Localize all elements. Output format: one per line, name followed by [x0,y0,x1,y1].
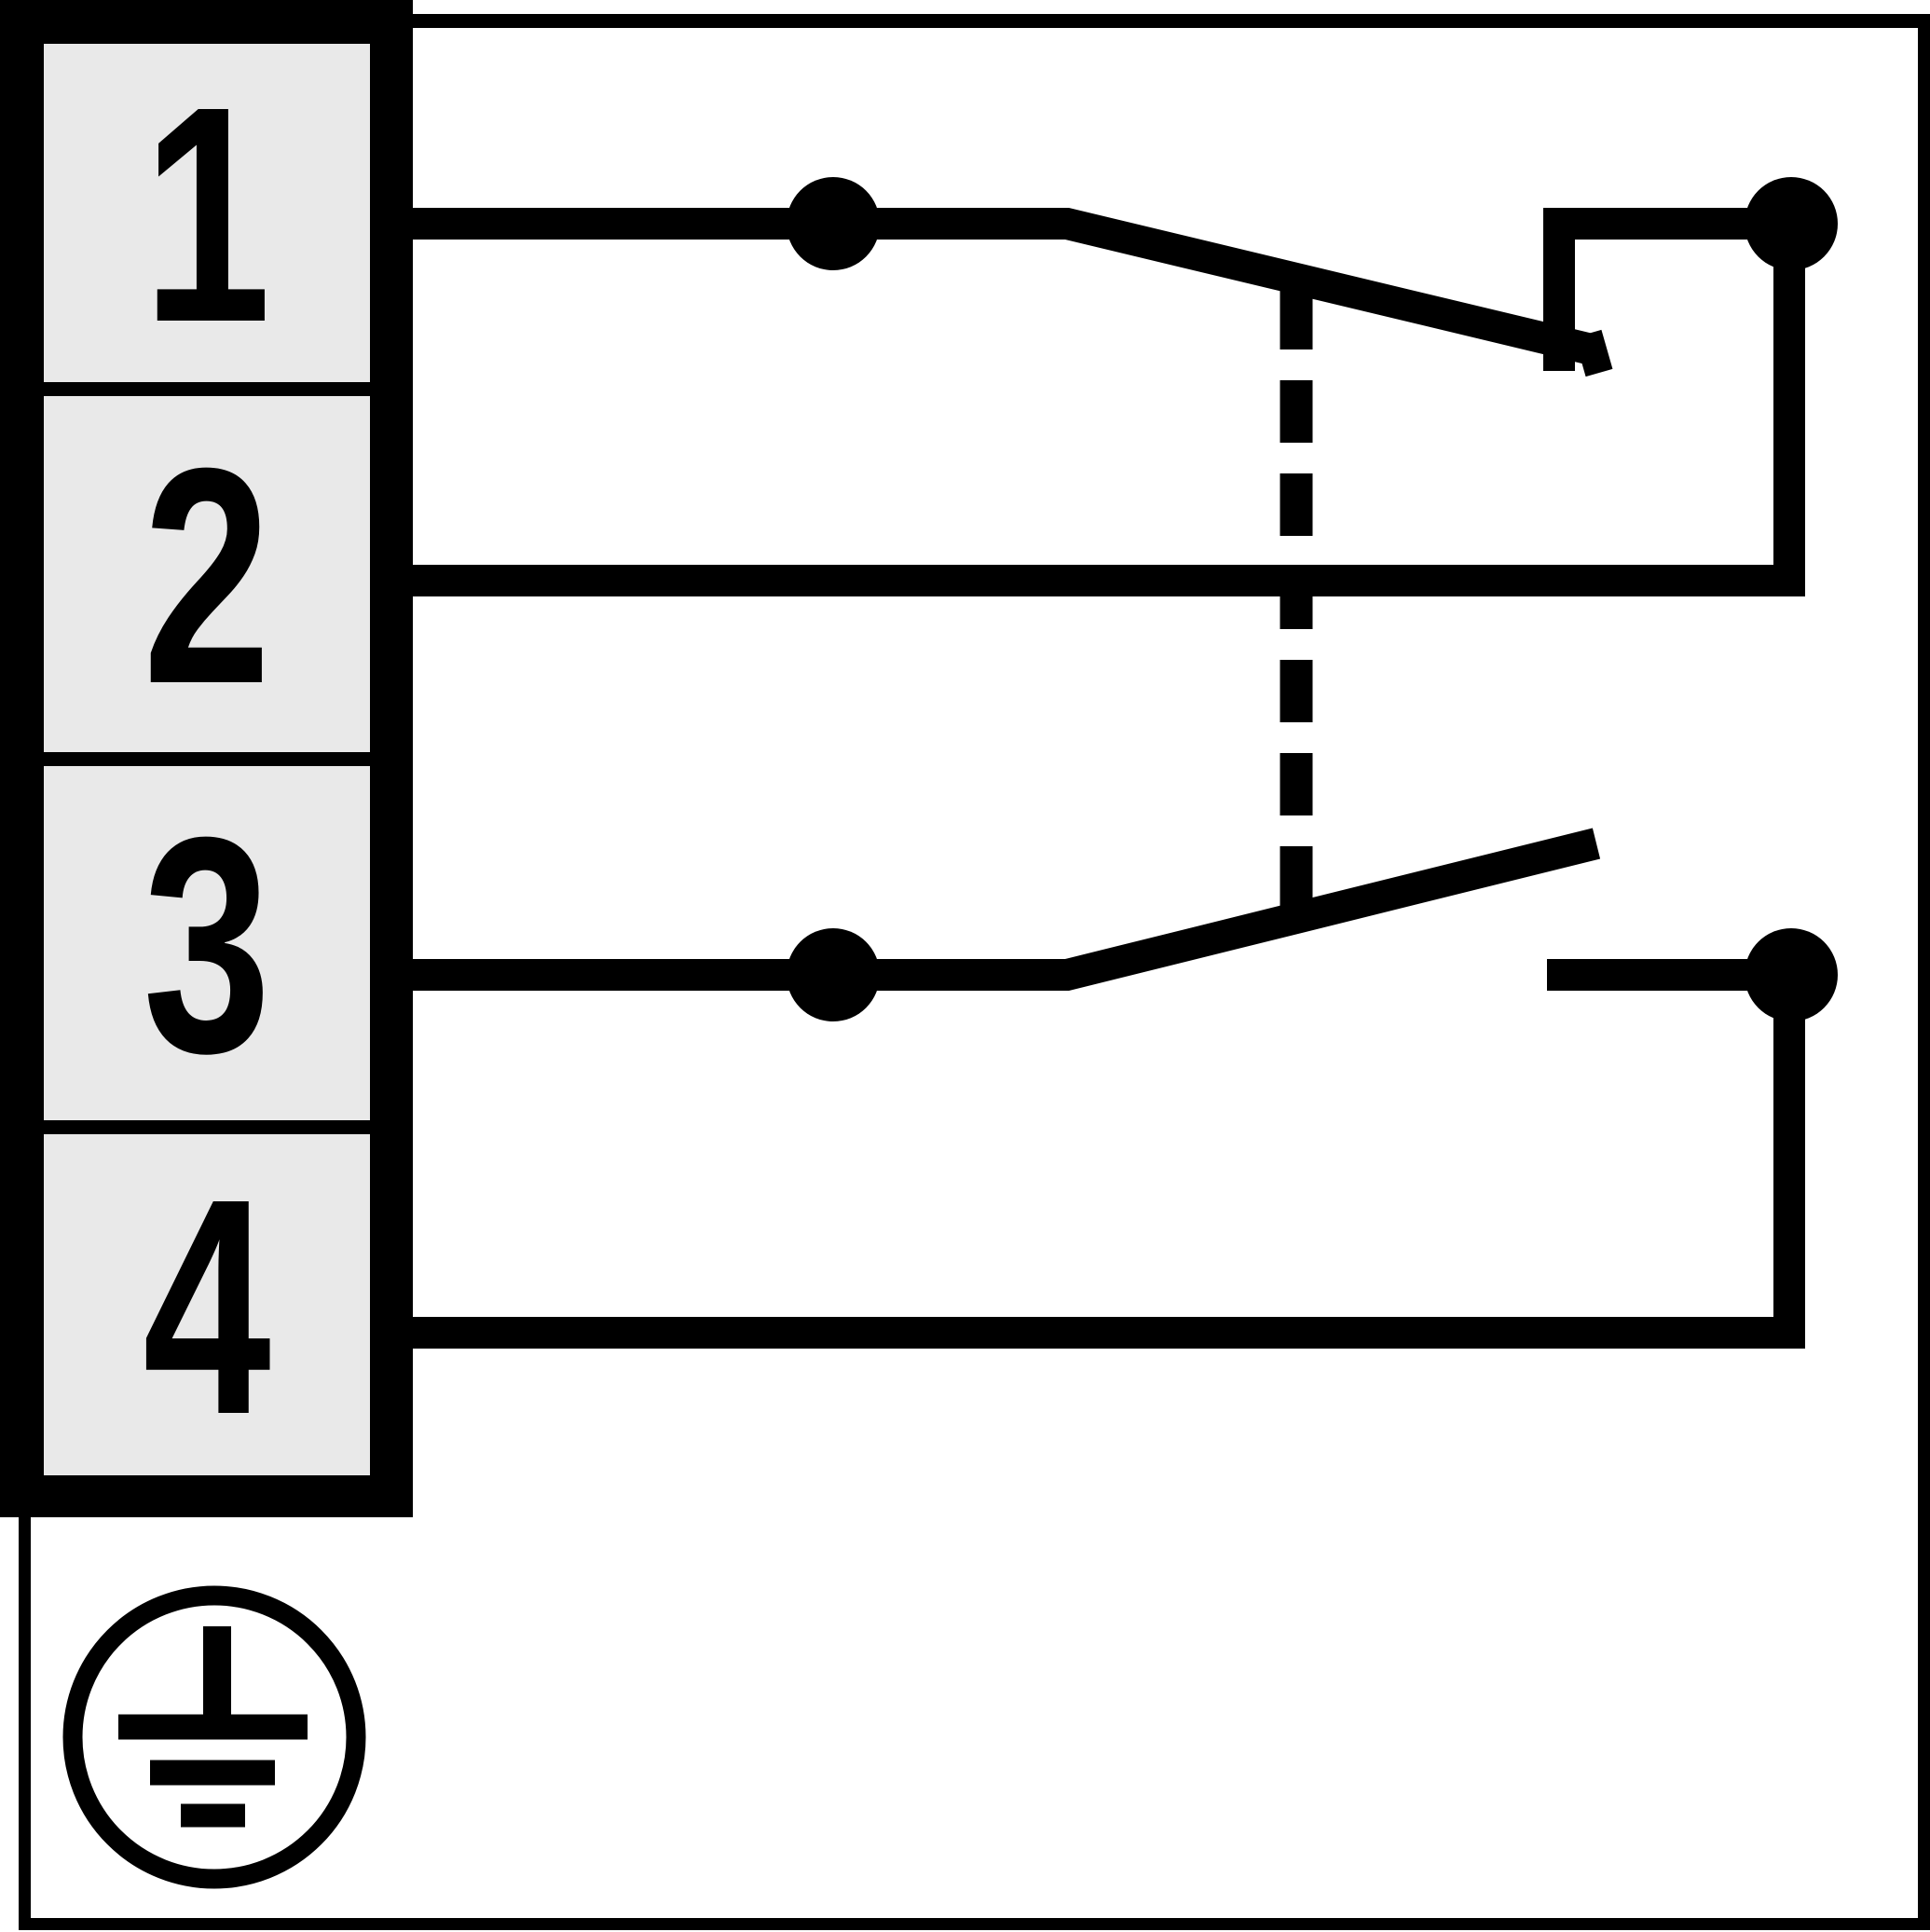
frame-border-bottom [19,1918,1930,1930]
terminal-label-3: 3 [143,773,271,1117]
terminal-label-1: 1 [143,42,271,386]
terminal-label-4: 4 [143,1134,272,1478]
terminal-label-2: 2 [143,404,271,747]
frame-border-left [19,1517,31,1930]
frame-border-top [408,14,1930,28]
wire-terminal-3-and-no-switch-arm [413,828,1601,991]
terminal-cell-2 [44,396,370,752]
nc-switch-arm-tip-tick [1574,329,1613,377]
wire-terminal-1-and-nc-switch-arm [413,208,1603,367]
contact-dot-terminal-3 [787,928,880,1021]
contact-dot-terminal-1 [787,177,880,270]
frame-border-right [1918,14,1930,1930]
terminal-cell-1 [44,44,370,382]
protective-earth-circle [62,1585,366,1889]
protective-earth-icon [62,1585,366,1889]
terminal-cell-3 [44,766,370,1120]
terminal-cell-4 [44,1134,370,1475]
